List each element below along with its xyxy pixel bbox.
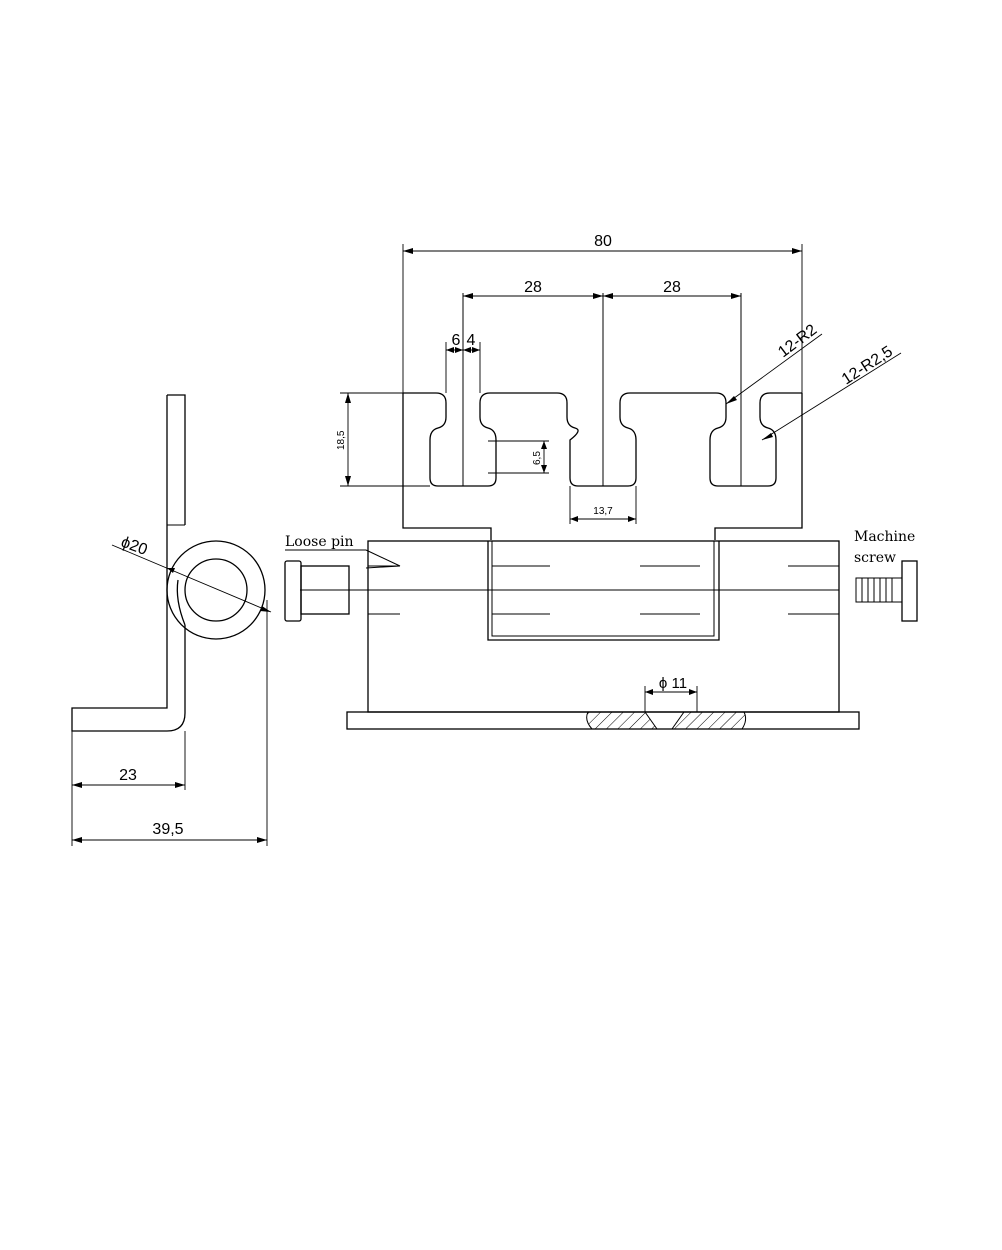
dimension-leg-length: 23 <box>71 731 186 846</box>
front-view-body <box>300 540 860 730</box>
dimension-slot-height: 6,5 <box>488 440 549 474</box>
dimension-knuckle-diameter: ϕ20 <box>111 534 272 613</box>
dim-label-28-right: 28 <box>663 279 681 296</box>
dimension-tab-width: 13,7 <box>569 486 637 524</box>
machine-screw-label-line2: screw <box>854 550 896 566</box>
dim-label-28-left: 28 <box>524 279 542 296</box>
dim-label-18-5: 18,5 <box>336 430 347 450</box>
loose-pin-label: Loose pin <box>285 534 354 550</box>
dim-label-13-7: 13,7 <box>593 506 613 517</box>
dimension-total-depth: 39,5 <box>72 600 268 846</box>
mounting-hole-section <box>586 711 747 730</box>
dim-label-phi-11: ϕ 11 <box>659 675 687 692</box>
dimension-pitch: 28 28 <box>463 279 741 299</box>
dimension-hole: ϕ 11 <box>644 675 698 712</box>
side-view-profile <box>71 394 266 732</box>
dimension-slot-width: 6 4 <box>445 332 481 393</box>
dim-label-39-5: 39,5 <box>152 821 183 838</box>
loose-pin: Loose pin <box>284 534 401 622</box>
dim-label-23: 23 <box>119 767 137 784</box>
dim-label-12-r2-5: 12-R2,5 <box>839 343 896 388</box>
dim-label-4: 4 <box>467 332 476 349</box>
dim-label-80: 80 <box>594 233 612 250</box>
top-view-plate <box>402 293 803 540</box>
machine-screw: Machine screw <box>854 529 918 622</box>
machine-screw-label-line1: Machine <box>854 529 915 545</box>
dimension-height: 18,5 <box>336 392 430 487</box>
dim-label-12-r2: 12-R2 <box>775 321 820 361</box>
dimension-bend-radius: 12-R2 <box>725 321 823 405</box>
dim-label-6-5: 6,5 <box>532 451 543 465</box>
dim-label-phi-20: ϕ20 <box>119 534 150 559</box>
dim-label-6: 6 <box>452 332 461 349</box>
dimension-overall-width: 80 <box>402 233 803 393</box>
